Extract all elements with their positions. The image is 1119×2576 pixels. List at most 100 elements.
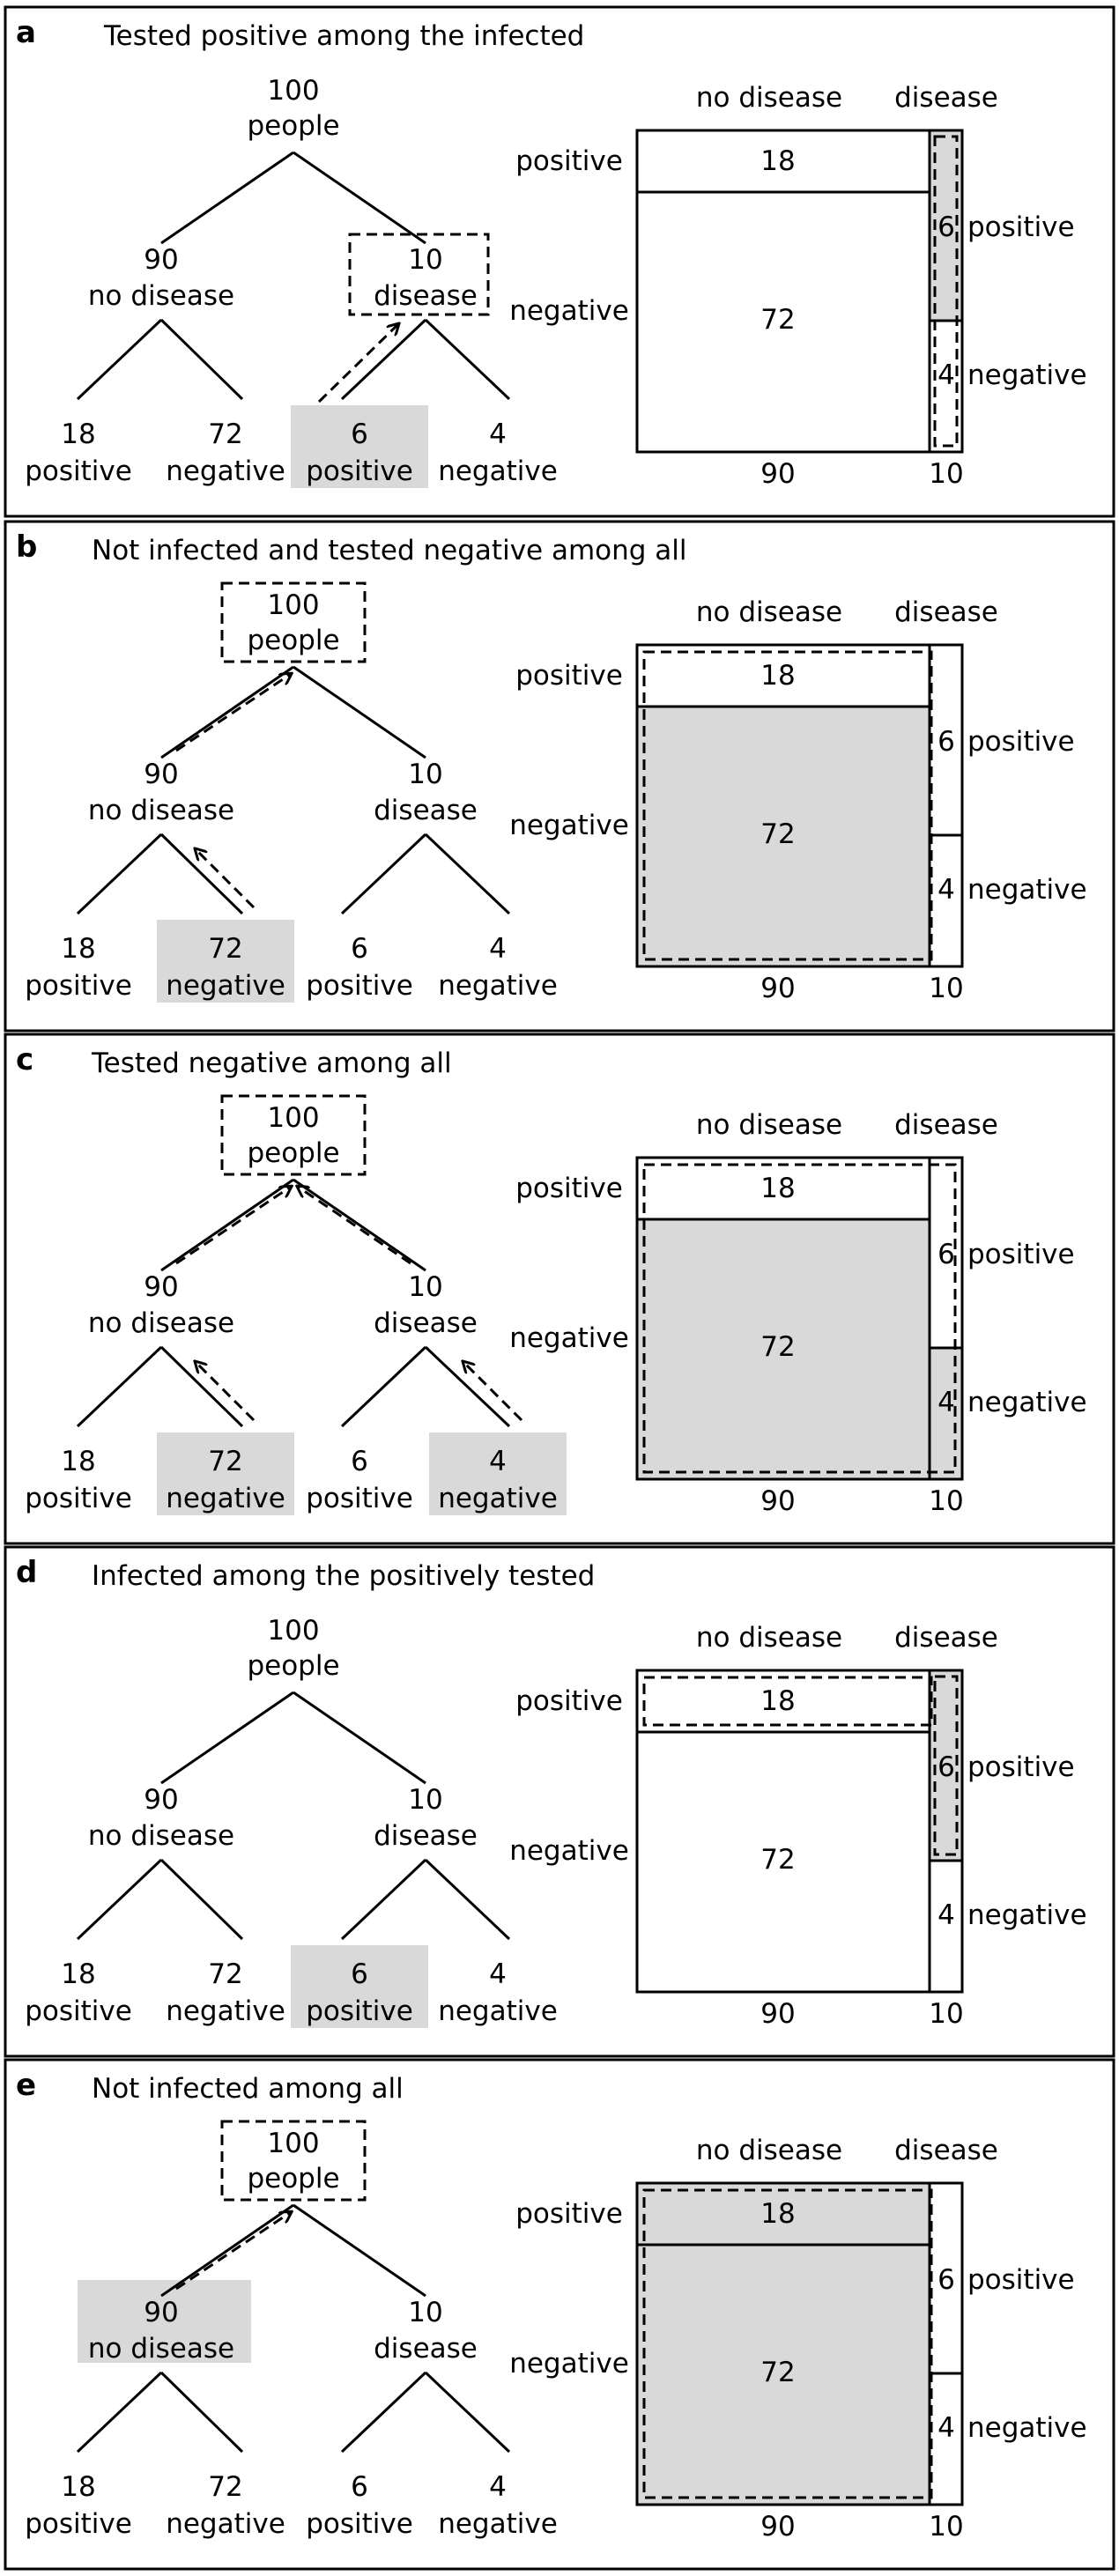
panel-title: Infected among the positively tested (92, 1560, 595, 1592)
square-outline (635, 1669, 964, 1994)
tree-left-value: 90 (144, 1271, 178, 1303)
square-cell-shade (637, 707, 930, 966)
square-cell-value: 18 (760, 145, 795, 177)
tree-leaf-value: 18 (61, 2471, 95, 2503)
tree-branch (340, 1345, 427, 1428)
tree-root-value: 100 (267, 1615, 319, 1647)
panel-letter: b (16, 529, 37, 565)
square-right-label: negative (967, 1387, 1087, 1418)
tree-leaf-shade (157, 920, 294, 1003)
tree-leaf-label: positive (25, 455, 132, 487)
tree-leaf-value: 72 (208, 418, 242, 450)
tree-left-value: 90 (144, 244, 178, 276)
tree-branch (159, 318, 244, 401)
square-bottom-total: 90 (760, 1998, 795, 2030)
square-cell-value: 18 (760, 1173, 795, 1204)
square-cell-value: 6 (937, 1751, 955, 1783)
tree-branch (160, 665, 294, 759)
square-row-header: positive (515, 1685, 623, 1717)
tree-branch (160, 151, 294, 245)
panel-border (4, 2058, 1115, 2571)
square-dashed-highlight (933, 135, 959, 448)
tree-leaf-value: 18 (61, 1958, 95, 1990)
tree-branch (293, 151, 426, 245)
tree-root-label: people (247, 1137, 339, 1169)
tree-leaf-value: 72 (208, 1446, 242, 1477)
tree-branch (424, 2371, 511, 2454)
square-cell-value: 72 (760, 818, 795, 850)
square-dashed-highlight (642, 2188, 933, 2499)
panel-border (4, 1033, 1115, 1545)
tree-right-label: disease (374, 795, 478, 826)
tree-right-label: disease (374, 2333, 478, 2365)
tree-dashed-arrow (196, 1362, 256, 1422)
tree-right-value: 10 (408, 2297, 442, 2328)
tree-root-label: people (247, 1650, 339, 1682)
square-cell-value: 18 (760, 1685, 795, 1717)
tree-leaf-value: 4 (489, 418, 507, 450)
tree-leaf-label: negative (438, 1483, 558, 1514)
tree-branch (340, 833, 427, 915)
square-bottom-total: 90 (760, 2511, 795, 2543)
panel-title: Tested positive among the infected (103, 20, 584, 52)
square-col-header: no disease (696, 82, 842, 114)
tree-branch (159, 2371, 244, 2454)
tree-branch (160, 1178, 294, 1272)
panel-title: Tested negative among all (91, 1047, 452, 1079)
tree-leaf-value: 6 (351, 418, 368, 450)
tree-root-label: people (247, 2163, 339, 2195)
tree-right-value: 10 (408, 244, 442, 276)
tree-right-value: 10 (408, 759, 442, 790)
square-cell-value: 6 (937, 2264, 955, 2296)
tree-root-value: 100 (267, 75, 319, 107)
tree-left-label: no disease (88, 1820, 234, 1852)
panel-title: Not infected among all (92, 2073, 404, 2105)
square-dashed-highlight (933, 1675, 959, 1856)
tree-branch (159, 833, 244, 915)
tree-root-dashed-box (220, 2120, 367, 2202)
tree-branch (160, 2203, 294, 2298)
square-col-header: no disease (696, 1109, 842, 1141)
tree-branch (293, 1178, 426, 1272)
tree-root-label: people (247, 110, 339, 142)
tree-leaf-label: positive (306, 455, 413, 487)
square-bottom-total: 10 (929, 973, 963, 1004)
square-right-label: positive (967, 211, 1075, 243)
square-row-header: negative (509, 1835, 629, 1867)
square-right-label: positive (967, 726, 1075, 758)
tree-root-dashed-box (220, 581, 367, 663)
tree-leaf-label: negative (166, 455, 285, 487)
tree-right-label: disease (374, 280, 478, 312)
tree-branch (293, 665, 426, 759)
panel-border (4, 5, 1115, 518)
tree-leaf-label: negative (438, 455, 558, 487)
square-cell-value: 72 (760, 304, 795, 336)
tree-left-label: no disease (88, 280, 234, 312)
tree-branch (76, 833, 163, 915)
panel-border (4, 520, 1115, 1033)
panel-letter: c (16, 1042, 33, 1077)
tree-leaf-label: negative (166, 1995, 285, 2027)
tree-leaf-label: positive (25, 970, 132, 1002)
tree-branch (76, 318, 163, 401)
square-cell-value: 6 (937, 211, 955, 243)
tree-dashed-arrow (317, 324, 398, 403)
tree-branch (293, 1691, 426, 1785)
tree-leaf-value: 18 (61, 1446, 95, 1477)
square-col-header: no disease (696, 596, 842, 628)
tree-branch (160, 1691, 294, 1785)
tree-left-label: no disease (88, 1307, 234, 1339)
panel-border (4, 1545, 1115, 2058)
square-row-header: negative (509, 1322, 629, 1354)
tree-dashed-arrow (196, 849, 256, 909)
tree-leaf-label: positive (25, 1995, 132, 2027)
tree-leaf-value: 72 (208, 1958, 242, 1990)
square-cell-value: 72 (760, 2357, 795, 2388)
tree-leaf-label: positive (306, 1995, 413, 2027)
tree-leaf-value: 4 (489, 1958, 507, 1990)
tree-leaf-value: 18 (61, 933, 95, 965)
